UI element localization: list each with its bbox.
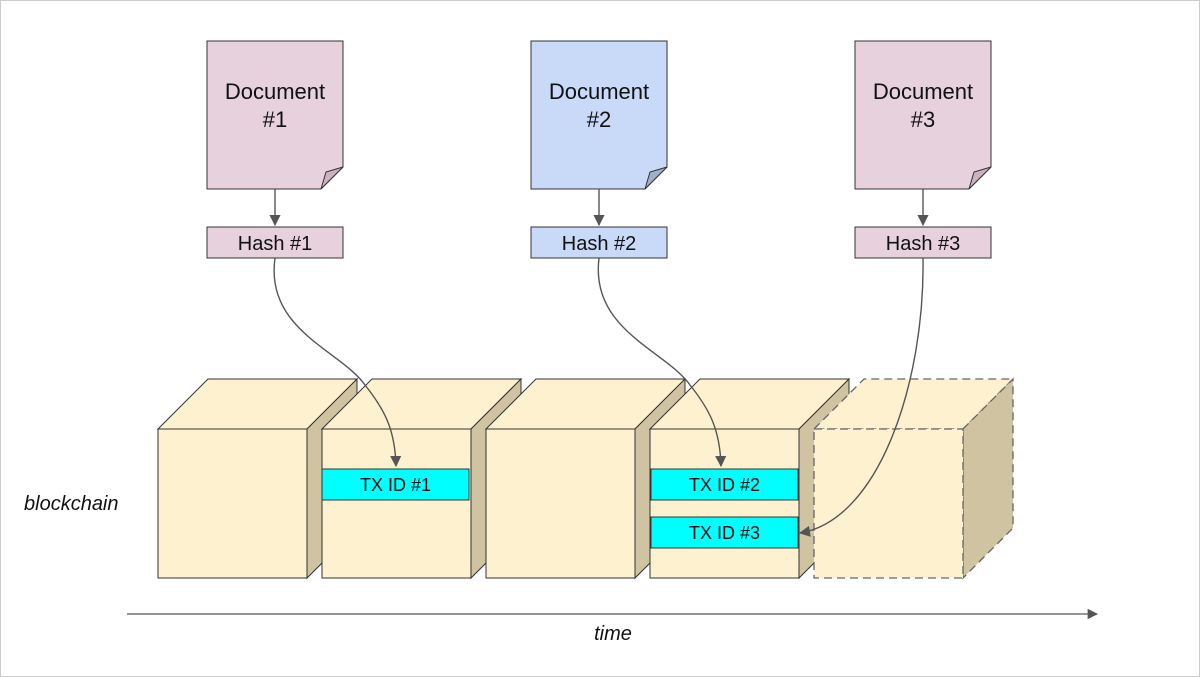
tx-box-2 bbox=[650, 468, 799, 501]
document-1-title: Document bbox=[225, 79, 325, 104]
blockchain-label: blockchain bbox=[24, 493, 119, 515]
document-3-title: Document bbox=[873, 79, 973, 104]
document-2-fold bbox=[644, 166, 668, 190]
arrow-hash1-tx1 bbox=[273, 257, 402, 468]
tx-box-1 bbox=[321, 468, 470, 501]
block-4-front bbox=[649, 428, 800, 579]
tx-box-3 bbox=[650, 516, 799, 549]
block-5-front bbox=[813, 428, 964, 579]
document-3-fold bbox=[968, 166, 992, 190]
hashes: Hash #1 Hash #2 Hash #3 bbox=[206, 226, 992, 259]
document-3-number: #3 bbox=[911, 107, 935, 132]
hash-label-1: Hash #1 bbox=[238, 233, 313, 255]
document-1: Document #1 bbox=[206, 40, 344, 190]
document-2: Document #2 bbox=[530, 40, 668, 190]
block-5-pending bbox=[812, 377, 1015, 580]
document-2-title: Document bbox=[549, 79, 649, 104]
document-1-fold bbox=[320, 166, 344, 190]
hash-box-1 bbox=[206, 226, 344, 259]
block-2-front bbox=[321, 428, 472, 579]
document-1-number: #1 bbox=[263, 107, 287, 132]
hash-label-2: Hash #2 bbox=[562, 233, 637, 255]
document-3: Document #3 bbox=[854, 40, 992, 190]
hash-box-3 bbox=[854, 226, 992, 259]
tx-label-2: TX ID #2 bbox=[689, 475, 760, 495]
documents: Document #1 Document #2 Document #3 bbox=[206, 40, 992, 190]
hash-label-3: Hash #3 bbox=[886, 233, 961, 255]
arrow-hash3-tx3 bbox=[798, 257, 924, 537]
document-2-number: #2 bbox=[587, 107, 611, 132]
block-1-front bbox=[157, 428, 308, 579]
blockchain bbox=[156, 377, 1015, 580]
tx-label-3: TX ID #3 bbox=[689, 523, 760, 543]
block-4 bbox=[648, 377, 851, 580]
tx-label-1: TX ID #1 bbox=[360, 475, 431, 495]
arrow-hash2-tx2 bbox=[597, 257, 727, 468]
hash-box-2 bbox=[530, 226, 668, 259]
transactions: TX ID #1 TX ID #2 TX ID #3 bbox=[321, 468, 799, 549]
time-label: time bbox=[594, 623, 632, 645]
block-3-front bbox=[485, 428, 636, 579]
arrows bbox=[269, 189, 929, 537]
